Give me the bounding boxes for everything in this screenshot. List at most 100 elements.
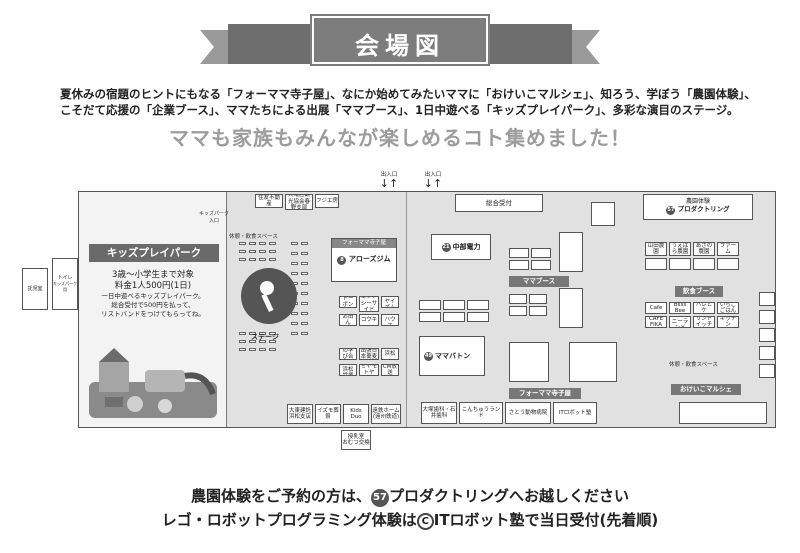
eat-booth-label: 飲食ブース <box>675 286 723 297</box>
seating-space-label: 休憩・飲食スペース <box>229 234 278 240</box>
mama-booth-cell <box>591 202 615 226</box>
mama-booth-cell <box>529 294 547 304</box>
booth-cafe-fika: CAFE FIKA <box>645 316 667 328</box>
mama-booth-cell <box>419 312 441 322</box>
booth-farm-cell <box>669 258 691 270</box>
farm-experience: 農園体験 57 プロダクトリング <box>643 194 753 220</box>
booth-daito: 大東建託浜松支店 <box>287 404 313 424</box>
booth-asano-farm: あさの農園 <box>693 242 715 256</box>
nursing-label: 託児室 <box>27 286 43 292</box>
booth-farm-cell <box>717 258 739 270</box>
chubu-electric-label: 中部電力 <box>452 242 481 251</box>
kids-park-note-2: 総合受付で500円を払って、 <box>111 301 195 309</box>
nursing-room-outside: 託児室 <box>22 268 48 310</box>
booth-a-konchu-land: こんちゅうランド <box>459 402 503 424</box>
booth-15: まちの学び合い <box>339 348 357 360</box>
arrows-gym-label: アローズジム <box>348 255 391 263</box>
kids-park-entrance: キッズパーク入口 <box>199 211 230 224</box>
booth-farm-cell <box>693 258 715 270</box>
stage-label: ステージ <box>251 333 279 341</box>
booth-brownie: ブラウニーランド <box>669 316 691 328</box>
page-title: 会場図 <box>355 32 445 60</box>
kids-park-note-3: リストバンドをつけてもらってね。 <box>101 310 205 318</box>
kids-park-note-1: 一日中遊べるキッズプレイパーク。 <box>101 292 205 300</box>
mama-booth-zone-label: ママブース <box>509 276 569 287</box>
booth-c-badge: C <box>416 513 434 530</box>
booth-uehara-farm: うえはら農園 <box>669 242 691 256</box>
nursing-room-line-2: おむつ交換 <box>342 440 370 446</box>
mama-booth-cell <box>509 294 527 304</box>
mama-booth-cell <box>531 248 551 258</box>
mama-booth-block <box>509 342 549 382</box>
banner-tail-right <box>572 30 600 64</box>
booth-yamada-farm: 山田農園 <box>645 242 667 256</box>
rest-space-label: 休憩・飲食スペース <box>669 362 718 368</box>
booth-bliss-bee: Bliss Bee <box>669 302 691 314</box>
booth-c-it-robot: ITロボット塾 <box>553 402 597 424</box>
booth-tenryu: 天竜区観光協会春野支部 <box>285 194 313 210</box>
mama-booth-cell <box>529 306 547 316</box>
banner-tail-left <box>200 30 228 64</box>
entrance-1-label: 出入口 <box>380 172 398 178</box>
footer-line1-post: プロダクトリングへお越しください <box>389 487 630 505</box>
footer-line2-post: ITロボット塾で当日受付(先着順) <box>433 511 659 529</box>
general-reception: 総合受付 <box>455 194 543 212</box>
booth-12: お田ん <box>339 314 357 326</box>
booth-16: 出張日本蕎麦 <box>359 348 379 360</box>
banner-box: 会場図 <box>310 14 490 66</box>
booth-kidsduo: Kids Duo <box>343 404 369 424</box>
kids-park-title: キッズプレイパーク <box>89 244 219 262</box>
toilet-sub-label: キッズパーク用 <box>53 281 77 292</box>
entrance-2: 出入口 ↓↑ <box>418 170 448 189</box>
booth-17: 浜松 <box>381 348 399 360</box>
mama-booth-cell <box>419 300 441 310</box>
teraoya-top-booth: 8 アローズジム <box>337 255 391 265</box>
intro-text: 夏休みの宿題のヒントにもなる「フォーママ寺子屋」、なにか始めてみたいママに「おけ… <box>60 86 760 118</box>
title-banner: 会場図 <box>200 14 600 70</box>
footer-line2-pre: レゴ・ロボットプログラミング体験は <box>161 511 417 529</box>
mama-booth-cell <box>443 312 465 322</box>
venue-map: キッズプレイパーク 3歳～小学生まで対象 料金1人500円(1日) 一日中遊べる… <box>78 191 776 450</box>
booth-sandwich: サンドイッチ <box>693 316 715 328</box>
booth-number: 49 <box>424 351 433 361</box>
booth-57-badge: 57 <box>371 489 389 507</box>
intro-line-1: 夏休みの宿題のヒントにもなる「フォーママ寺子屋」、なにか始めてみたいママに「おけ… <box>60 87 756 101</box>
entrance-arrows-icon: ↓↑ <box>379 177 399 190</box>
farm-booth: 57 プロダクトリング <box>666 204 730 215</box>
booth-number: 8 <box>337 256 347 265</box>
farm-title: 農園体験 <box>685 198 710 206</box>
footer-line1-pre: 農園体験をご予約の方は、 <box>190 487 371 505</box>
nursing-room-line-1: 授乳室 <box>347 433 365 440</box>
entrance-1: 出入口 ↓↑ <box>374 170 404 189</box>
booth-farm-cell <box>645 258 667 270</box>
booth-sumitomo: 住友不動産 <box>255 194 283 208</box>
mama-booth-column <box>559 288 583 328</box>
right-edge-booth <box>759 346 775 360</box>
booth-b-sato-animal: さとう動物病院 <box>505 402 551 424</box>
booth-19: ミヤモトヤ <box>359 364 379 376</box>
mama-booth-cell <box>443 300 465 310</box>
booth-21-chubu-electric: 21 中部電力 <box>431 234 491 260</box>
okeiko-booth-row <box>679 402 767 424</box>
stage: ステージ <box>239 252 299 341</box>
booth-ichigo: いちごごはん <box>717 302 739 314</box>
booth-kitchen: キッチン <box>717 316 739 328</box>
mama-booth-cell <box>531 260 551 270</box>
booth-cafe: Cafe <box>645 302 667 314</box>
teraoya-top: フォーママ寺子屋 8 アローズジム <box>331 238 397 282</box>
booth-izumo: イズモ葬祭 <box>315 404 341 424</box>
entrance-2-label: 出入口 <box>424 172 442 178</box>
mama-booth-cell <box>509 260 529 270</box>
tagline: ママも家族もみんなが楽しめるコト集めました！ <box>169 126 631 150</box>
booth-11: タイヤイズム <box>381 296 399 308</box>
kids-play-park: キッズプレイパーク 3歳～小学生まで対象 料金1人500円(1日) 一日中遊べる… <box>79 192 227 427</box>
booth-20: CM放送 <box>381 364 399 376</box>
product-ring-label: プロダクトリング <box>677 204 730 213</box>
kids-park-age: 3歳～小学生まで対象 <box>112 270 194 280</box>
teraoya-top-title: フォーママ寺子屋 <box>332 239 396 248</box>
okeiko-marche-label: おけいこマルシェ <box>671 384 741 395</box>
booth-fujie: フジエ房 <box>315 194 339 208</box>
play-structure-image <box>89 348 217 418</box>
